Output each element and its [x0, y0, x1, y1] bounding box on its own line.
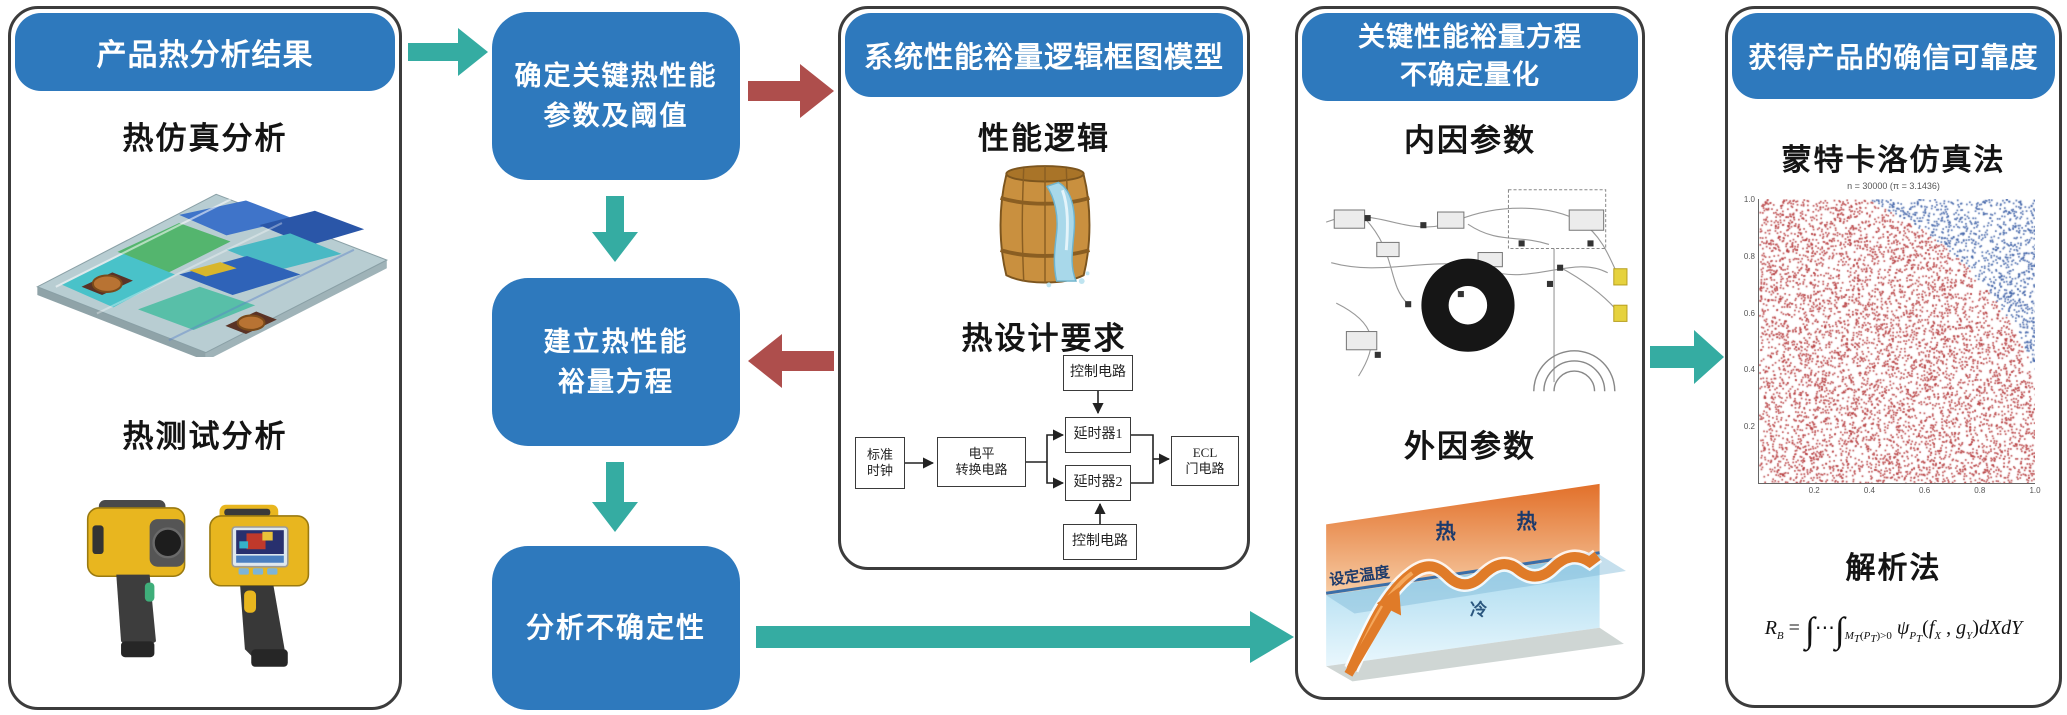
arrow-left-red [748, 334, 834, 388]
panel-belief-reliability: 获得产品的确信可靠度 蒙特卡洛仿真法 n = 30000 (π = 3.1436… [1725, 6, 2062, 708]
circuit-box-delay2: 延时器2 [1065, 465, 1131, 501]
internal-parameters-image [1325, 189, 1628, 392]
y-tick-label: 0.6 [1743, 308, 1755, 318]
panel4-header: 关键性能裕量方程 不确定量化 [1302, 13, 1638, 101]
flow-box-margin-equation: 建立热性能 裕量方程 [492, 278, 740, 446]
x-tick-label: 1.0 [2029, 486, 2041, 495]
arrow-down-teal-1 [592, 196, 638, 262]
external-parameters-label: 外因参数 [1404, 429, 1536, 464]
flow-box3-label: 分析不确定性 [525, 612, 706, 643]
panel-system-margin-logic-model: 系统性能裕量逻辑框图模型 性能逻辑 热设计要求 [838, 6, 1250, 570]
y-tick-label: 0.4 [1743, 365, 1755, 375]
monte-carlo-caption: n = 30000 (π = 3.1436) [1847, 181, 1940, 191]
hot-label-2: 热 [1517, 510, 1538, 533]
y-tick-label: 1.0 [1743, 195, 1755, 204]
thermal-test-label: 热测试分析 [122, 419, 288, 454]
level-line2: 转换电路 [955, 462, 1008, 477]
panel4-title-line2: 不确定量化 [1400, 60, 1540, 90]
level-line1: 电平 [968, 445, 995, 461]
external-parameters-image: 设定温度 热 热 冷 [1325, 483, 1626, 682]
flow-box1-line2: 参数及阈值 [543, 101, 689, 131]
delay2-label: 延时器2 [1073, 475, 1123, 491]
thermal-design-requirement-label: 热设计要求 [961, 321, 1127, 356]
x-tick-label: 0.2 [1808, 486, 1820, 495]
flow-box-determine-parameters: 确定关键热性能 参数及阈值 [492, 12, 740, 180]
arrow-right-red [748, 64, 834, 118]
monte-carlo-label: 蒙特卡洛仿真法 [1781, 144, 2006, 177]
circuit-box-level-converter: 电平 转换电路 [937, 437, 1026, 487]
y-tick-label: 0.2 [1743, 422, 1755, 432]
internal-parameters-label: 内因参数 [1404, 123, 1536, 158]
monte-carlo-scatter [1759, 199, 2035, 483]
leaky-barrel-image [999, 165, 1091, 288]
clock-line2: 时钟 [866, 463, 893, 478]
analytic-method-label: 解析法 [1845, 552, 1942, 585]
ctrl-top-label: 控制电路 [1070, 365, 1126, 381]
thermal-simulation-image [36, 193, 389, 357]
x-tick-label: 0.4 [1863, 486, 1875, 495]
arrow-right-teal-1 [408, 28, 488, 76]
panel-margin-equation-uncertainty: 关键性能裕量方程 不确定量化 内因参数 [1295, 6, 1645, 700]
panel4-title-line1: 关键性能裕量方程 [1358, 22, 1582, 53]
circuit-box-control-top: 控制电路 [1063, 355, 1133, 391]
x-tick-label: 0.8 [1974, 486, 1986, 495]
delay1-label: 延时器1 [1073, 427, 1123, 443]
arrow-down-teal-2 [592, 462, 638, 532]
flow-box2-line1: 建立热性能 [543, 326, 689, 357]
thermal-design-circuit-diagram: 标准 时钟 电平 转换电路 延时器1 延时器2 ECL 门电路 控制电路 控制电… [851, 345, 1243, 561]
flow-box1-line1: 确定关键热性能 [514, 60, 718, 91]
panel5-header: 获得产品的确信可靠度 [1732, 13, 2055, 99]
x-tick-label: 0.6 [1919, 486, 1931, 495]
panel1-header: 产品热分析结果 [15, 13, 395, 91]
ctrl-bottom-label: 控制电路 [1072, 534, 1128, 550]
panel3-title: 系统性能裕量逻辑框图模型 [863, 42, 1224, 74]
circuit-box-delay1: 延时器1 [1065, 417, 1131, 453]
circuit-box-clock: 标准 时钟 [855, 437, 905, 489]
thermal-test-image [86, 500, 310, 667]
clock-line1: 标准 [866, 446, 893, 462]
ecl-line2: 门电路 [1185, 461, 1225, 476]
circuit-box-control-bottom: 控制电路 [1063, 524, 1137, 560]
panel1-title: 产品热分析结果 [96, 39, 314, 72]
belief-reliability-formula: RB = ∫⋯∫MT(PT)>0 ψPT(fX , gY)dXdY [1764, 610, 2023, 650]
ecl-line1: ECL [1192, 444, 1218, 460]
panel5-title: 获得产品的确信可靠度 [1748, 42, 2039, 73]
circuit-wires [905, 391, 1171, 524]
performance-logic-label: 性能逻辑 [978, 121, 1110, 156]
panel-thermal-analysis-results: 产品热分析结果 热仿真分析 热测试分析 [8, 6, 402, 710]
thermal-simulation-label: 热仿真分析 [122, 121, 288, 156]
flow-box2-line2: 裕量方程 [558, 367, 674, 397]
arrow-right-teal-long [756, 611, 1294, 663]
panel3-header: 系统性能裕量逻辑框图模型 [845, 13, 1243, 97]
cold-label: 冷 [1470, 600, 1487, 620]
circuit-box-ecl-gate: ECL 门电路 [1171, 436, 1239, 486]
monte-carlo-plot: 1.0 0.8 0.6 0.4 0.2 0.2 0.4 0.6 0.8 1.0 [1744, 195, 2041, 495]
arrow-right-teal-2 [1650, 330, 1724, 384]
hot-label-1: 热 [1436, 521, 1457, 544]
flow-box-analyze-uncertainty: 分析不确定性 [492, 546, 740, 710]
y-tick-label: 0.8 [1743, 251, 1755, 261]
